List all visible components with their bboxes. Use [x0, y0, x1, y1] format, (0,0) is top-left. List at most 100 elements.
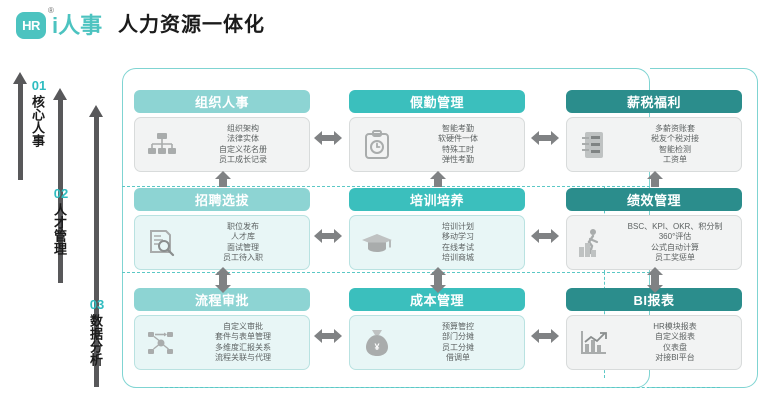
axis-02-arrowhead-icon: [53, 88, 67, 100]
card-feature-item: 部门分摊: [442, 332, 474, 341]
card-feature-list: 组织架构 法律实体 自定义花名册 员工成长记录: [183, 124, 303, 166]
graduation-cap-icon: [356, 222, 398, 264]
card-feature-list: 预算管控 部门分摊 员工分摊 借调单: [398, 322, 518, 364]
org-chart-icon: [141, 124, 183, 166]
card-body: HR模块报表 自定义报表 仪表盘 对接BI平台: [566, 315, 742, 370]
page-title: 人力资源一体化: [118, 14, 265, 36]
axis-02-label: 02 人才管理: [52, 186, 70, 255]
card-bi-report[interactable]: BI报表 HR模块报表 自定义报表 仪表盘 对接BI平台: [566, 288, 742, 370]
card-feature-item: 培训计划: [442, 221, 474, 231]
card-feature-item: 对接BI平台: [655, 353, 695, 362]
card-title: 招聘选拔: [134, 188, 310, 211]
svg-text:¥: ¥: [374, 342, 379, 352]
performance-climb-icon: [573, 222, 615, 264]
card-org-personnel[interactable]: 组织人事 组织架构 法律实体 自定义花名册 员工成长记录: [134, 90, 310, 172]
connector-arrow-r2c1-c2: [313, 226, 343, 246]
card-feature-item: 仪表盘: [663, 342, 687, 352]
connector-arrow-r3c2-c3: [530, 326, 560, 346]
brand-name: i人事: [52, 13, 103, 38]
axis-01-text: 核心人事: [30, 95, 45, 147]
card-feature-item: 自定义报表: [655, 332, 695, 341]
tier-separator-3: [160, 387, 720, 388]
bar-chart-icon: [573, 322, 615, 364]
connector-arrow-c2-r2-up: [428, 170, 448, 188]
card-feature-item: 自定义审批: [223, 321, 263, 331]
card-feature-item: 借调单: [446, 353, 470, 362]
card-body: 职位发布 人才库 面试管理 员工待入职: [134, 215, 310, 270]
card-title: BI报表: [566, 288, 742, 311]
card-approval-workflow[interactable]: 流程审批 自定义审批 套件与表单管理 多维度汇报关系 流程关联与代理: [134, 288, 310, 370]
axis-03-shaft: [94, 117, 99, 387]
money-bag-icon: ¥: [356, 322, 398, 364]
connector-arrow-r1c1-c2: [313, 128, 343, 148]
clipboard-clock-icon: [356, 124, 398, 166]
card-feature-list: HR模块报表 自定义报表 仪表盘 对接BI平台: [615, 322, 735, 364]
axis-03-number: 03: [89, 297, 105, 312]
axis-01-shaft: [18, 84, 23, 180]
card-feature-list: BSC、KPI、OKR、积分制 360°评估 公式自动计算 员工奖惩单: [615, 222, 735, 264]
card-feature-item: 自定义花名册: [219, 144, 267, 154]
card-performance[interactable]: 绩效管理 BSC、KPI、OKR、积分制 360°评估 公式自动计算 员工奖惩单: [566, 188, 742, 270]
card-feature-list: 多薪资账套 税友个税对接 智能检测 工资单: [615, 124, 735, 166]
card-title: 培训培养: [349, 188, 525, 211]
tier-separator-2: [122, 272, 650, 273]
axis-01-arrowhead-icon: [13, 72, 27, 84]
card-title: 假勤管理: [349, 90, 525, 113]
card-feature-item: 工资单: [663, 155, 687, 164]
card-feature-item: 面试管理: [227, 242, 259, 252]
card-recruiting[interactable]: 招聘选拔 职位发布 人才库 面试管理 员工待入职: [134, 188, 310, 270]
card-payroll-tax[interactable]: 薪税福利 多薪资账套 税友个税对接 智能检测 工资单: [566, 90, 742, 172]
card-feature-item: 移动学习: [442, 232, 474, 241]
card-body: 多薪资账套 税友个税对接 智能检测 工资单: [566, 117, 742, 172]
axis-02-shaft: [58, 100, 63, 283]
card-feature-item: 套件与表单管理: [215, 332, 271, 341]
workflow-nodes-icon: [141, 322, 183, 364]
connector-arrow-c1-into-r3: [213, 278, 233, 296]
footnote-text: [190, 390, 570, 399]
card-feature-item: 特殊工时: [442, 144, 474, 154]
card-feature-list: 智能考勤 软硬件一体 特殊工时 弹性考勤: [398, 124, 518, 166]
connector-arrow-c3-r2-up: [645, 170, 665, 188]
card-title: 组织人事: [134, 90, 310, 113]
connector-arrow-r1c2-c3: [530, 128, 560, 148]
card-body: 组织架构 法律实体 自定义花名册 员工成长记录: [134, 117, 310, 172]
card-feature-item: 多维度汇报关系: [215, 342, 271, 352]
card-feature-item: 360°评估: [658, 232, 692, 241]
card-attendance[interactable]: 假勤管理 智能考勤 软硬件一体 特殊工时 弹性考勤: [349, 90, 525, 172]
card-feature-list: 培训计划 移动学习 在线考试 培训商城: [398, 222, 518, 264]
card-training[interactable]: 培训培养 培训计划 移动学习 在线考试 培训商城: [349, 188, 525, 270]
card-feature-item: 智能检测: [659, 144, 691, 154]
card-feature-item: 税友个税对接: [651, 134, 699, 143]
connector-arrow-c3-into-r3: [645, 278, 665, 296]
card-feature-item: 公式自动计算: [651, 242, 699, 252]
card-title: 绩效管理: [566, 188, 742, 211]
card-title: 薪税福利: [566, 90, 742, 113]
card-cost-management[interactable]: 成本管理 ¥ 预算管控 部门分摊 员工分摊 借调单: [349, 288, 525, 370]
card-feature-item: 流程关联与代理: [215, 353, 271, 362]
card-feature-item: 员工奖惩单: [655, 253, 695, 262]
axis-01-number: 01: [31, 78, 47, 93]
card-feature-item: 软硬件一体: [438, 134, 478, 143]
connector-arrow-r3c1-c2: [313, 326, 343, 346]
card-feature-item: 培训商城: [442, 253, 474, 262]
connector-arrow-c2-into-r3: [428, 278, 448, 296]
card-feature-item: 组织架构: [227, 123, 259, 133]
card-feature-item: 预算管控: [442, 321, 474, 331]
resume-search-icon: [141, 222, 183, 264]
card-feature-item: 人才库: [231, 232, 255, 241]
card-body: 培训计划 移动学习 在线考试 培训商城: [349, 215, 525, 270]
card-feature-list: 职位发布 人才库 面试管理 员工待入职: [183, 222, 303, 264]
card-feature-item: 员工分摊: [442, 342, 474, 352]
card-feature-item: BSC、KPI、OKR、积分制: [627, 221, 723, 231]
axis-01: [13, 72, 27, 180]
card-feature-item: 员工待入职: [223, 253, 263, 262]
card-body: 智能考勤 软硬件一体 特殊工时 弹性考勤: [349, 117, 525, 172]
card-body: BSC、KPI、OKR、积分制 360°评估 公式自动计算 员工奖惩单: [566, 215, 742, 270]
card-feature-item: 职位发布: [227, 221, 259, 231]
tier-separator-1: [122, 186, 650, 187]
connector-arrow-r2c2-c3: [530, 226, 560, 246]
axis-03-label: 03 数据分析: [88, 297, 106, 366]
axis-02-number: 02: [53, 186, 69, 201]
connector-arrow-c1-r2-up: [213, 170, 233, 188]
